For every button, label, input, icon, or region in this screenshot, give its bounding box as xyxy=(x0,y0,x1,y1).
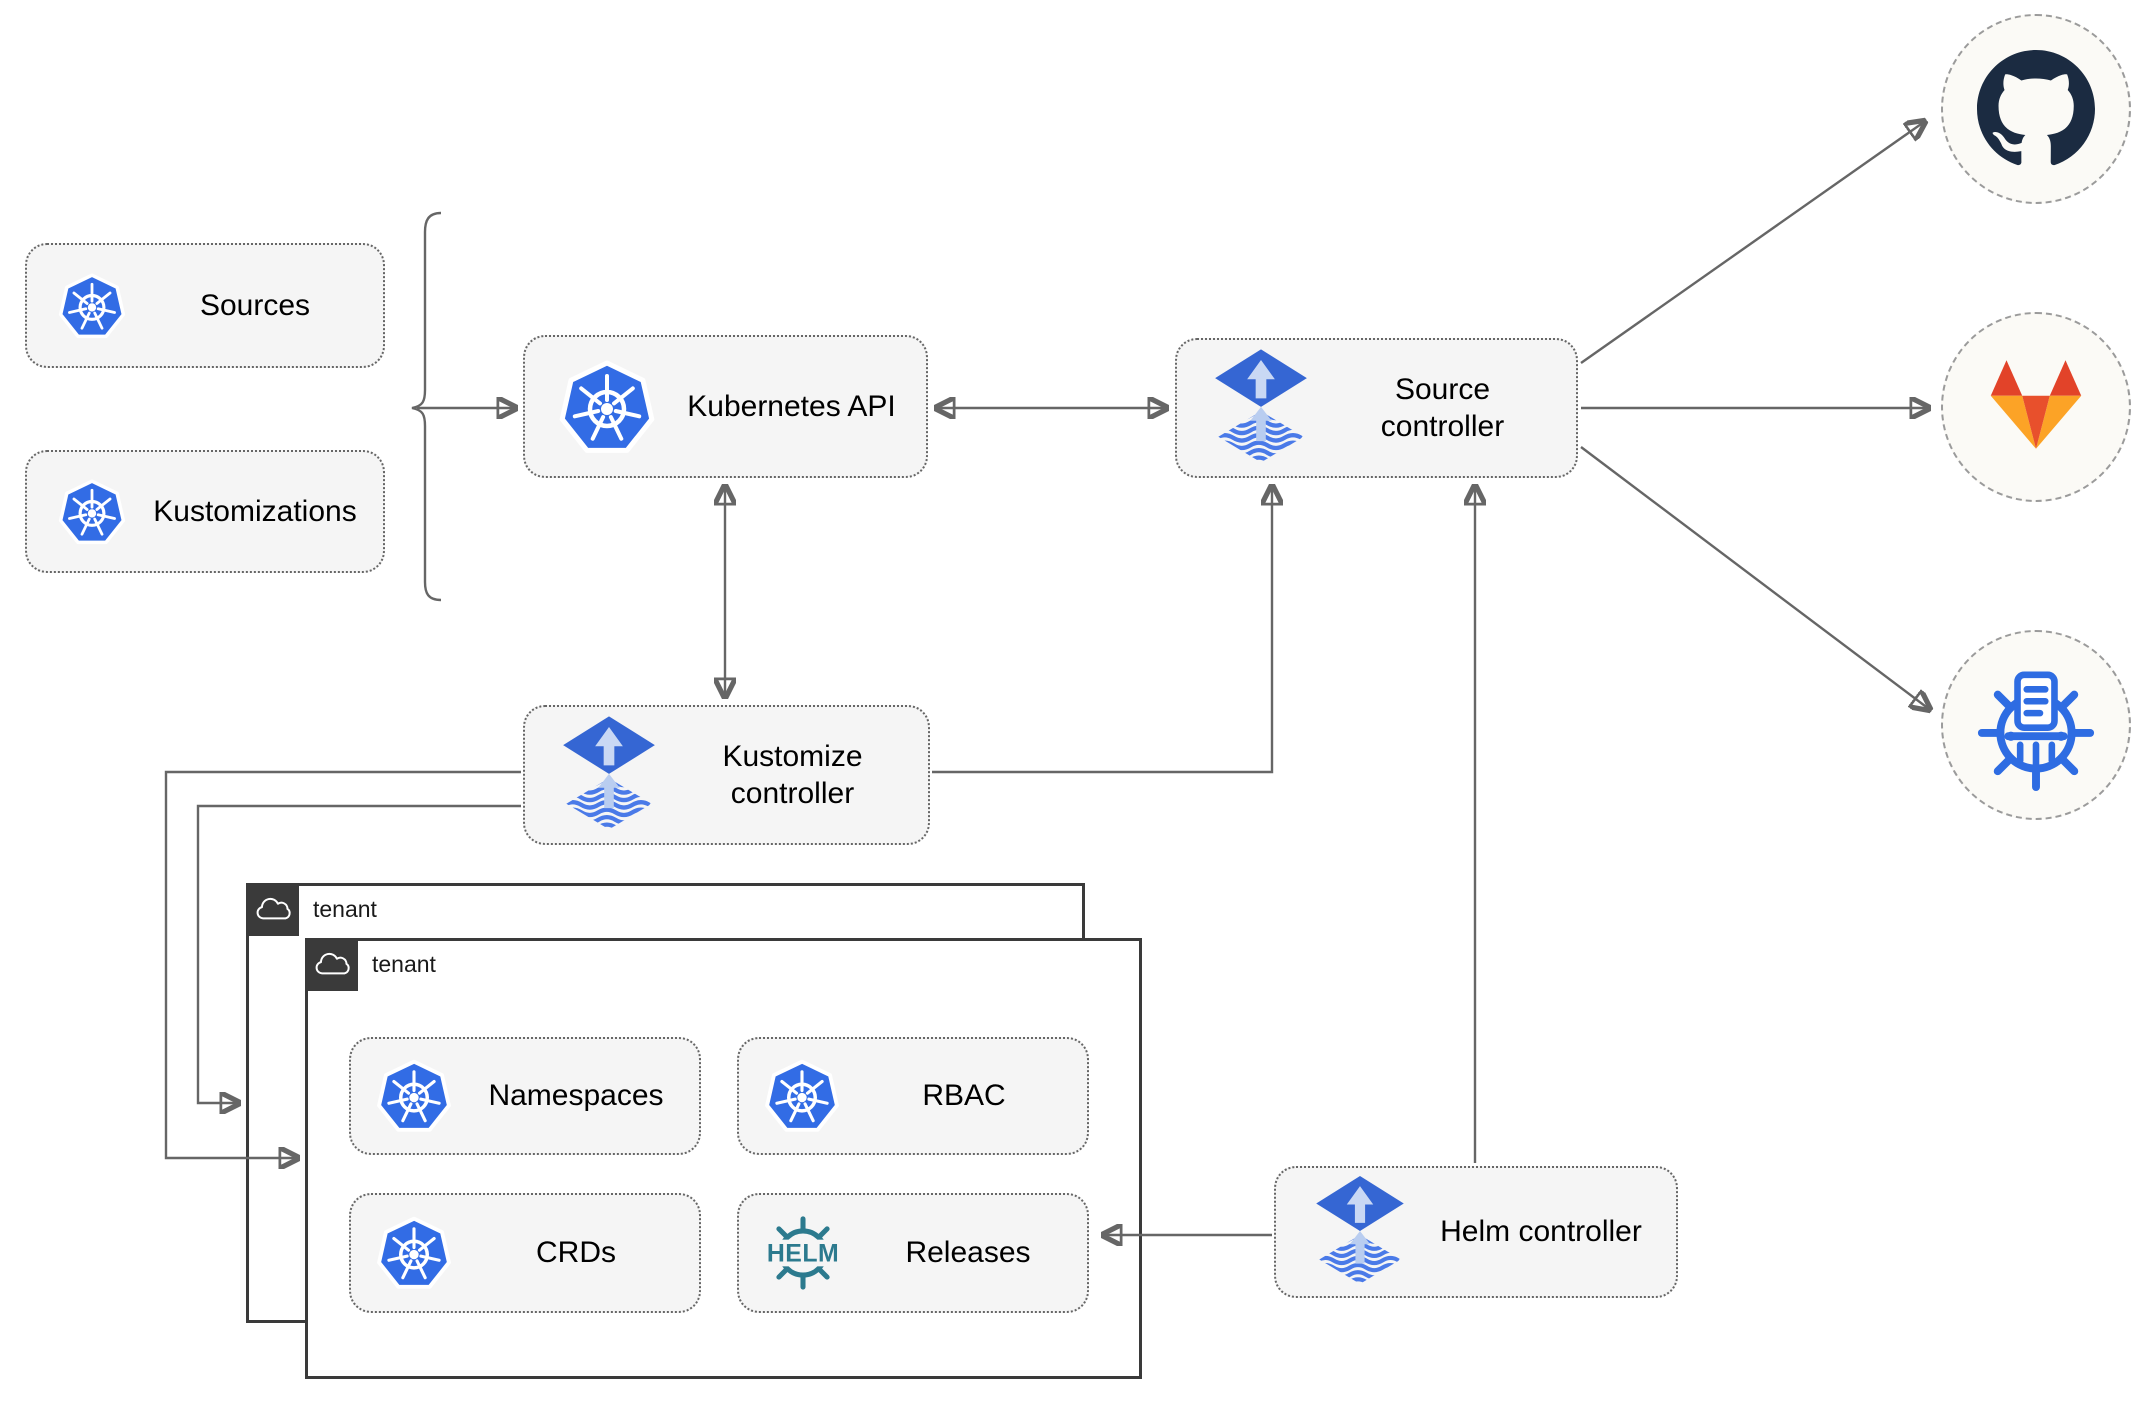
node-kubernetes-api: Kubernetes API xyxy=(523,335,928,478)
helm-wordmark: HELM xyxy=(767,1240,839,1267)
kubernetes-icon xyxy=(57,271,127,341)
tenant-tab xyxy=(305,938,358,991)
node-label: Kubernetes API xyxy=(687,389,896,423)
node-source-controller: Source controller xyxy=(1175,338,1578,478)
tenant-group-inner: tenant Namespaces RBAC CRDs HELM Release… xyxy=(305,938,1142,1379)
flux-icon xyxy=(1314,1176,1406,1288)
flux-icon xyxy=(1213,349,1309,467)
node-label: Sources xyxy=(199,288,311,322)
node-label: Kustomizations xyxy=(153,494,357,528)
node-namespaces: Namespaces xyxy=(349,1037,701,1155)
kubernetes-icon xyxy=(375,1057,453,1135)
edge-source-to-github xyxy=(1580,122,1924,364)
node-kustomizations: Kustomizations xyxy=(25,450,385,573)
tenant-tab xyxy=(246,883,299,936)
kubernetes-icon xyxy=(763,1057,841,1135)
node-crds: CRDs xyxy=(349,1193,701,1313)
node-rbac: RBAC xyxy=(737,1037,1089,1155)
node-label: Kustomize controller xyxy=(722,739,863,811)
flux-icon xyxy=(561,716,657,834)
node-label: Releases xyxy=(905,1236,1031,1270)
node-helm-controller: Helm controller xyxy=(1274,1166,1678,1298)
node-label: RBAC xyxy=(922,1079,1006,1113)
node-label: CRDs xyxy=(536,1236,616,1270)
tenant-label: tenant xyxy=(372,951,436,977)
node-label: Helm controller xyxy=(1440,1215,1642,1249)
node-kustomize-controller: Kustomize controller xyxy=(523,705,930,845)
tenant-label: tenant xyxy=(313,896,377,922)
node-label: Source controller xyxy=(1380,372,1505,444)
node-label: Namespaces xyxy=(488,1079,664,1113)
brace-sources-group xyxy=(411,211,442,602)
helm-icon: HELM xyxy=(757,1207,849,1299)
gitlab-icon xyxy=(1977,360,2095,455)
remote-github xyxy=(1941,14,2131,204)
edge-source-to-chartmuseum xyxy=(1580,446,1929,709)
cloud-icon xyxy=(254,897,292,923)
cloud-icon xyxy=(313,952,351,978)
chartmuseum-icon xyxy=(1970,659,2102,791)
node-sources: Sources xyxy=(25,243,385,368)
node-releases: HELM Releases xyxy=(737,1193,1089,1313)
edge-kustomize-to-source xyxy=(932,487,1272,774)
kubernetes-icon xyxy=(557,357,657,457)
remote-chartmuseum xyxy=(1941,630,2131,820)
kubernetes-icon xyxy=(375,1214,453,1292)
remote-gitlab xyxy=(1941,312,2131,502)
github-icon xyxy=(1977,50,2095,168)
kubernetes-icon xyxy=(57,477,127,547)
